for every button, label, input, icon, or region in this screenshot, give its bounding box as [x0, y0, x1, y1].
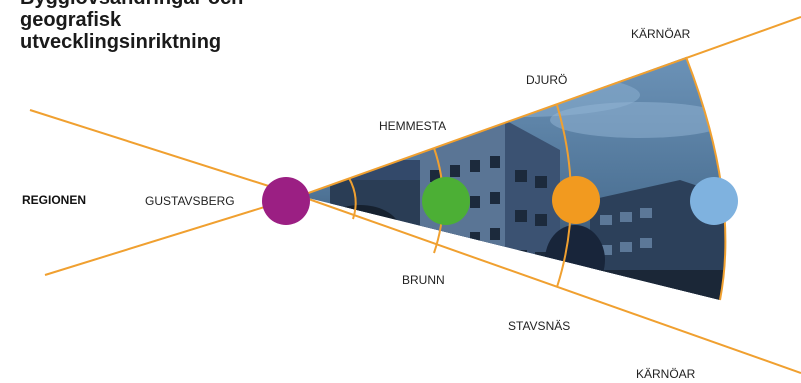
label-karnoar-bottom: KÄRNÖAR — [636, 367, 696, 381]
title-line-2: utvecklingsinriktning — [20, 31, 222, 53]
ray-right-lower — [299, 195, 801, 374]
ray-left-lower — [44, 195, 301, 276]
hemmesta-brunn-node — [422, 177, 470, 225]
label-stavsnas: STAVSNÄS — [508, 319, 570, 333]
label-hemmesta: HEMMESTA — [379, 119, 446, 133]
label-brunn: BRUNN — [402, 273, 445, 287]
label-karnoar-top: KÄRNÖAR — [631, 27, 691, 41]
gustavsberg-node — [262, 177, 310, 225]
diagram-title: Bygglovsändringar och geografisk utveckl… — [20, 0, 340, 53]
ray-right-upper — [299, 16, 801, 197]
label-djuro: DJURÖ — [526, 73, 567, 87]
ray-left-upper — [29, 109, 301, 197]
karnoar-node — [690, 177, 738, 225]
label-gustavsberg: GUSTAVSBERG — [145, 194, 235, 208]
title-line-1: Bygglovsändringar och geografisk — [20, 0, 243, 31]
building-photo — [300, 57, 726, 300]
djuro-stavsnas-node — [552, 176, 600, 224]
label-regionen: REGIONEN — [22, 193, 86, 207]
direction-rays — [29, 16, 801, 374]
